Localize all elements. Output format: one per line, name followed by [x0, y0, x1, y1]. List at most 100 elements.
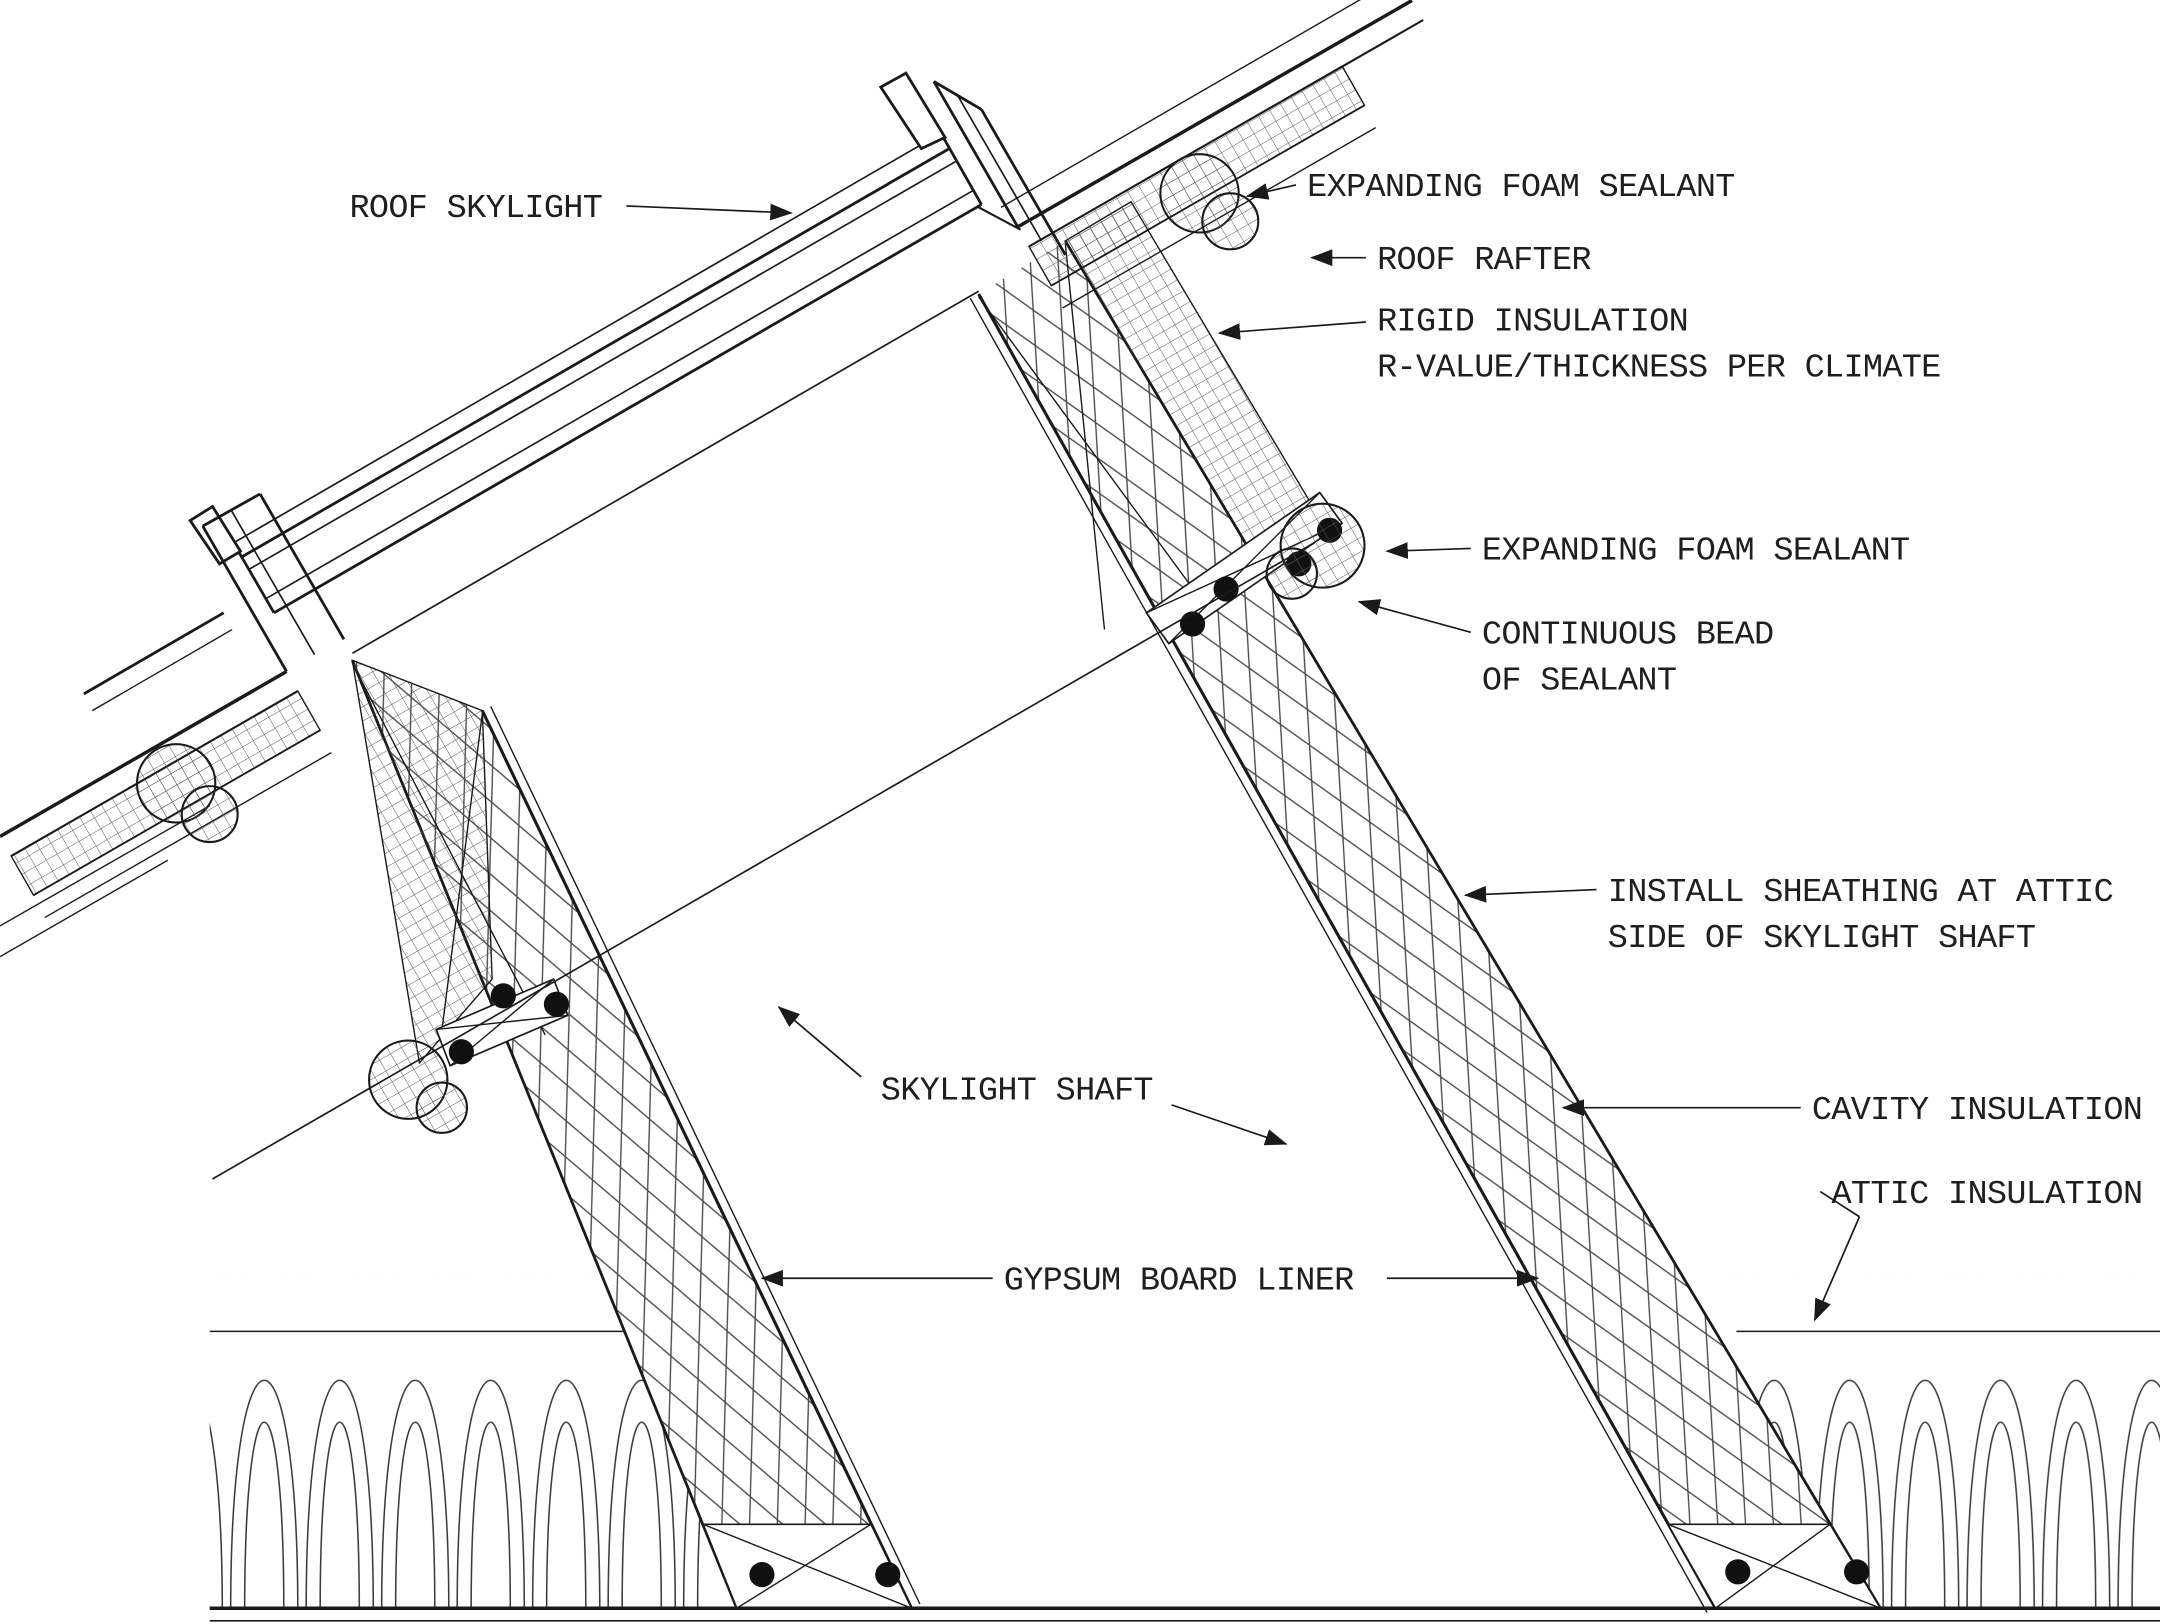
leader-elbow: [1819, 1190, 1860, 1218]
right-curb-line-1: [932, 80, 1019, 228]
label-roof-rafter: ROOF RAFTER: [1309, 242, 1592, 280]
skylight-glass-lower: [248, 160, 957, 571]
install-sheathing-label-2: SIDE OF SKYLIGHT SHAFT: [1608, 920, 2036, 958]
rigid-insulation-label-2: R-VALUE/THICKNESS PER CLIMATE: [1377, 350, 1941, 388]
label-continuous-bead: CONTINUOUS BEAD OF SEALANT: [1357, 599, 1774, 701]
left-curb: [201, 492, 346, 673]
sill-apron-1: [83, 611, 225, 696]
sealant-bead-dot: [1725, 1559, 1751, 1585]
right-wall-gypsum-line-2: [969, 297, 1708, 1613]
skylight-end-cap-left: [232, 542, 276, 614]
shaft-far-edge-2: [351, 290, 980, 655]
install-sheathing-label-1: INSTALL SHEATHING AT ATTIC: [1608, 874, 2113, 912]
leader-line: [1385, 542, 1471, 559]
left-wall-bottom-x1: [702, 1523, 912, 1609]
roof-sheathing-right-1: [1016, 0, 1413, 229]
left-curb-mid: [229, 508, 316, 656]
label-cavity-insulation: CAVITY INSULATION: [1561, 1092, 2143, 1130]
foam-sealant-blob-left-roof: [135, 743, 239, 844]
left-wall-cavity-insulation: [352, 660, 912, 1609]
leader-line: [1813, 1216, 1861, 1322]
foam-blob: [180, 785, 239, 844]
label-expanding-foam-mid: EXPANDING FOAM SEALANT: [1385, 533, 1910, 571]
leader-line: [1245, 183, 1297, 200]
label-rigid-insulation: RIGID INSULATION R-VALUE/THICKNESS PER C…: [1217, 303, 1941, 388]
left-wall-brace-2: [439, 713, 484, 1043]
foam-blob: [1265, 547, 1319, 600]
roof-sheathing-left-1: [0, 669, 288, 838]
skylight-assembly: [83, 71, 1067, 712]
leader-line: [1217, 321, 1366, 340]
left-wall-bottom-x2: [736, 1523, 872, 1609]
skylight-glass-upper: [241, 147, 950, 559]
roof-rafter-left-2: [44, 751, 332, 919]
continuous-bead-label-1: CONTINUOUS BEAD: [1482, 617, 1773, 655]
sealant-bead-dot: [543, 991, 570, 1017]
leader-line: [626, 203, 793, 221]
leader-line: [1171, 1104, 1288, 1146]
label-roof-skylight: ROOF SKYLIGHT: [350, 190, 793, 228]
foam-sealant-blob-mid: [1265, 502, 1366, 600]
skylight-to-roof-connector: [978, 206, 1022, 231]
shaft-far-edge-1: [212, 542, 1315, 1180]
foam-blob: [415, 1081, 468, 1134]
left-curb-line-2: [258, 493, 346, 641]
skylight-shaft-right-wall: [969, 200, 1882, 1613]
leader-line: [1463, 885, 1597, 903]
skylight-shaft-label: SKYLIGHT SHAFT: [881, 1072, 1153, 1110]
expanding-foam-mid-label: EXPANDING FOAM SEALANT: [1482, 533, 1910, 571]
right-wall-bottom-x2: [1715, 1523, 1831, 1609]
continuous-bead-label-2: OF SEALANT: [1482, 663, 1676, 701]
right-wall-bottom-x1: [1667, 1523, 1881, 1609]
roof-soffit-line-2: [0, 859, 169, 958]
foam-sealant-blob-left-wall: [368, 1039, 468, 1134]
skylight-frame-bottom: [273, 203, 983, 614]
right-wall-brace-1: [978, 296, 1203, 603]
roof-right-segment: [1000, 0, 1424, 309]
sealant-bead-dot: [1213, 576, 1239, 602]
left-curb-line-1: [201, 525, 288, 673]
sealant-bead-dot: [875, 1562, 901, 1588]
right-curb: [932, 80, 1067, 256]
expanding-foam-top-label: EXPANDING FOAM SEALANT: [1307, 169, 1735, 207]
attic-insulation-label: ATTIC INSULATION: [1831, 1176, 2142, 1214]
foam-sealant-blob-top: [1159, 153, 1260, 251]
skylight-frame-inner: [265, 189, 974, 600]
sealant-bead-dot: [1844, 1559, 1870, 1585]
gypsum-board-liner-label: GYPSUM BOARD LINER: [1004, 1262, 1354, 1300]
leader-line: [1357, 599, 1471, 634]
shaft-far-edges: [212, 290, 1315, 1180]
sealant-bead-dot: [749, 1562, 775, 1588]
roof-soffit-line-1: [0, 805, 211, 927]
skylight-shaft-left-wall: [351, 659, 921, 1610]
roof-ridge-line: [1000, 0, 1361, 208]
foam-blob: [1201, 192, 1260, 251]
rigid-insulation-label-1: RIGID INSULATION: [1377, 303, 1688, 341]
right-wall-gypsum-line: [977, 293, 1717, 1609]
right-curb-line-2: [980, 108, 1067, 256]
left-wall-rigid-insulation: [351, 659, 493, 1065]
leader-line: [777, 1006, 862, 1078]
label-skylight-shaft: SKYLIGHT SHAFT: [777, 1006, 1288, 1146]
label-attic-insulation: ATTIC INSULATION: [1813, 1176, 2143, 1322]
left-wall-gypsum-line-2: [490, 706, 921, 1605]
skylight-sill-flashing: [188, 504, 243, 566]
sill-apron-2: [91, 628, 233, 712]
skylight-outer-pane: [233, 132, 942, 544]
roof-rafter-label: ROOF RAFTER: [1377, 242, 1591, 280]
ceiling-line: [209, 1606, 2160, 1622]
label-expanding-foam-top: EXPANDING FOAM SEALANT: [1245, 169, 1735, 207]
sealant-bead-dot: [490, 983, 516, 1009]
sealant-bead-dot: [1179, 611, 1206, 637]
right-curb-mid: [956, 95, 1043, 242]
left-wall-blocking-x2: [436, 1014, 568, 1031]
left-wall-gypsum-line: [480, 709, 913, 1609]
cavity-insulation-label: CAVITY INSULATION: [1812, 1092, 2142, 1130]
skylight-head-flashing: [878, 71, 948, 151]
skylight-end-cap-right: [939, 132, 983, 206]
left-wall-brace-1: [351, 662, 546, 1036]
sealant-bead-dot: [448, 1039, 474, 1065]
right-wall-brace-2: [1064, 243, 1106, 630]
roof-skylight-label: ROOF SKYLIGHT: [350, 190, 603, 228]
label-install-sheathing: INSTALL SHEATHING AT ATTIC SIDE OF SKYLI…: [1463, 874, 2114, 958]
